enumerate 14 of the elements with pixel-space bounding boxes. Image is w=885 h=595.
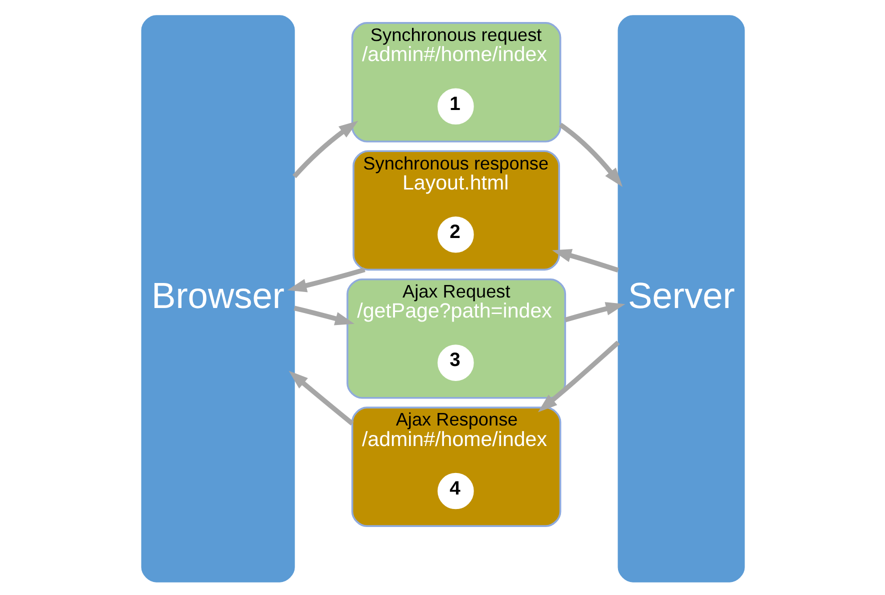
arrow xyxy=(293,306,354,326)
node-circle: 4 xyxy=(437,472,474,510)
arrow xyxy=(564,302,625,322)
arrow xyxy=(552,248,618,273)
node-circle: 3 xyxy=(437,344,474,381)
node-box: Browser xyxy=(140,15,294,582)
node-circle: 2 xyxy=(437,216,474,253)
arrow xyxy=(292,120,358,178)
arrow xyxy=(286,267,365,292)
arrow xyxy=(537,340,620,412)
arrow xyxy=(558,122,622,187)
node-circle: 1 xyxy=(437,88,474,125)
arrow xyxy=(288,370,354,426)
node-box: Server xyxy=(617,15,744,582)
